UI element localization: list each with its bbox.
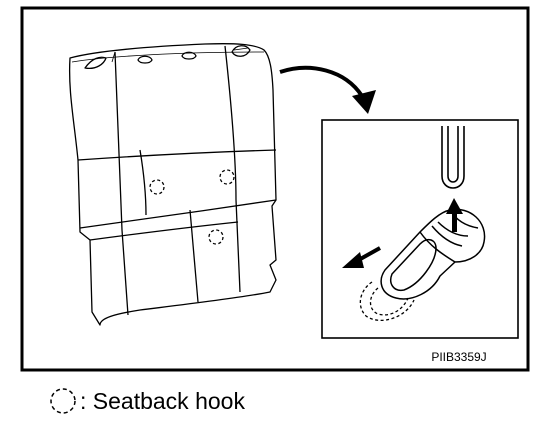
hook-marker-left: [149, 179, 165, 195]
latch-previous-position: [359, 281, 415, 321]
seatback-hook-markers: [149, 169, 235, 245]
u-hook-icon: [441, 126, 465, 189]
hook-marker-right: [219, 169, 235, 185]
detail-inset-box: [321, 119, 519, 339]
detail-arrow: [279, 65, 376, 114]
legend: : Seatback hook: [46, 384, 245, 418]
left-arrow-icon: [342, 246, 381, 268]
dashed-circle-icon: [50, 388, 76, 414]
diagram-frame: [20, 6, 530, 372]
legend-text: : Seatback hook: [80, 387, 245, 414]
up-arrow-icon: [446, 198, 463, 232]
hook-marker-lower: [208, 229, 224, 245]
latch-illustration: [380, 208, 486, 300]
figure-code: PIIB3359J: [431, 350, 487, 364]
seatback-illustration: [68, 43, 277, 326]
